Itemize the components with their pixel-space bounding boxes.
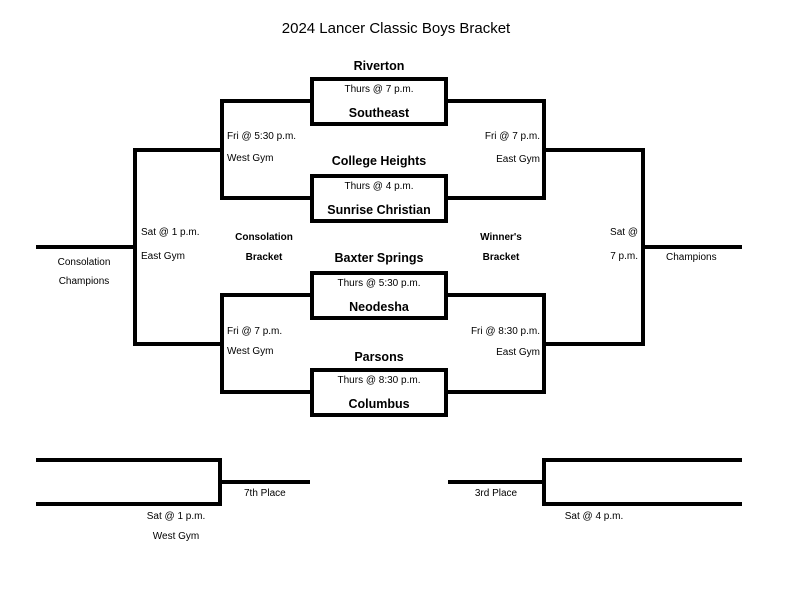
game2-time: Thurs @ 4 p.m. [344, 181, 414, 192]
seventh-place-time: Sat @ 1 p.m. [146, 511, 206, 522]
consolation-bracket-label-line2: Bracket [245, 252, 283, 263]
winners-final-time-line1: Sat @ [610, 227, 638, 238]
third-place-winner-line [448, 480, 546, 484]
third-place-bottom-line [542, 502, 742, 506]
connector-line-consolation-semifinal-bottom [133, 342, 224, 346]
winners-semifinal-bottom-venue: East Gym [496, 347, 540, 358]
game1-time: Thurs @ 7 p.m. [344, 84, 414, 95]
consolation-semifinal-top-venue: West Gym [227, 153, 274, 164]
connector-line-winners-semifinal-bottom [542, 342, 645, 346]
game2-top-team: College Heights [331, 154, 427, 168]
game1-top-team: Riverton [353, 59, 405, 73]
winners-bracket-label-line1: Winner's [480, 232, 522, 243]
winners-semifinal-top-venue: East Gym [496, 154, 540, 165]
connector-line-champions [645, 245, 742, 249]
connector-line-consolation-semifinal-top [133, 148, 224, 152]
consolation-final-time: Sat @ 1 p.m. [141, 227, 200, 238]
third-place-time: Sat @ 4 p.m. [564, 511, 624, 522]
seventh-place-label: 7th Place [244, 488, 286, 499]
game4-top-team: Parsons [354, 350, 404, 364]
consolation-final-venue: East Gym [141, 251, 185, 262]
connector-line-game1-right [446, 99, 544, 103]
seventh-place-vertical [218, 458, 222, 506]
connector-line-game2-left [220, 196, 312, 200]
seventh-place-venue: West Gym [152, 531, 200, 542]
connector-line-winners-semifinal-top [542, 148, 645, 152]
game1-box: Thurs @ 7 p.m. Southeast [310, 77, 448, 126]
game3-bottom-team: Neodesha [349, 300, 409, 314]
seventh-place-bottom-line [36, 502, 222, 506]
game4-box: Thurs @ 8:30 p.m. Columbus [310, 368, 448, 417]
seventh-place-top-line [36, 458, 222, 462]
game4-bottom-team: Columbus [348, 397, 410, 411]
connector-line-consolation-champions [36, 245, 137, 249]
consolation-champions-label-line2: Champions [58, 276, 110, 287]
consolation-semifinal-bottom-time: Fri @ 7 p.m. [227, 326, 283, 337]
game3-time: Thurs @ 5:30 p.m. [337, 278, 421, 289]
connector-line-winners-final-vertical [641, 148, 645, 346]
game2-bottom-team: Sunrise Christian [327, 203, 431, 217]
game1-bottom-team: Southeast [348, 106, 410, 120]
connector-line-game3-right [446, 293, 544, 297]
consolation-semifinal-bottom-venue: West Gym [227, 346, 274, 357]
winners-semifinal-bottom-time: Fri @ 8:30 p.m. [470, 326, 540, 337]
champions-label: Champions [666, 252, 717, 263]
connector-line-game3-left [220, 293, 312, 297]
winners-bracket-label-line2: Bracket [482, 252, 520, 263]
game3-box: Thurs @ 5:30 p.m. Neodesha [310, 271, 448, 320]
game3-top-team: Baxter Springs [334, 251, 424, 265]
third-place-label: 3rd Place [474, 488, 518, 499]
connector-line-game2-right [446, 196, 544, 200]
game4-time: Thurs @ 8:30 p.m. [337, 375, 421, 386]
winners-semifinal-top-time: Fri @ 7 p.m. [484, 131, 540, 142]
game2-box: Thurs @ 4 p.m. Sunrise Christian [310, 174, 448, 223]
consolation-semifinal-top-time: Fri @ 5:30 p.m. [227, 131, 297, 142]
page-title: 2024 Lancer Classic Boys Bracket [281, 20, 511, 37]
third-place-top-line [542, 458, 742, 462]
third-place-vertical [542, 458, 546, 506]
connector-line-game1-left [220, 99, 312, 103]
consolation-champions-label-line1: Consolation [57, 257, 111, 268]
seventh-place-winner-line [222, 480, 310, 484]
connector-line-game4-left [220, 390, 312, 394]
consolation-bracket-label-line1: Consolation [235, 232, 293, 243]
winners-final-time-line2: 7 p.m. [610, 251, 638, 262]
connector-line-game4-right [446, 390, 544, 394]
